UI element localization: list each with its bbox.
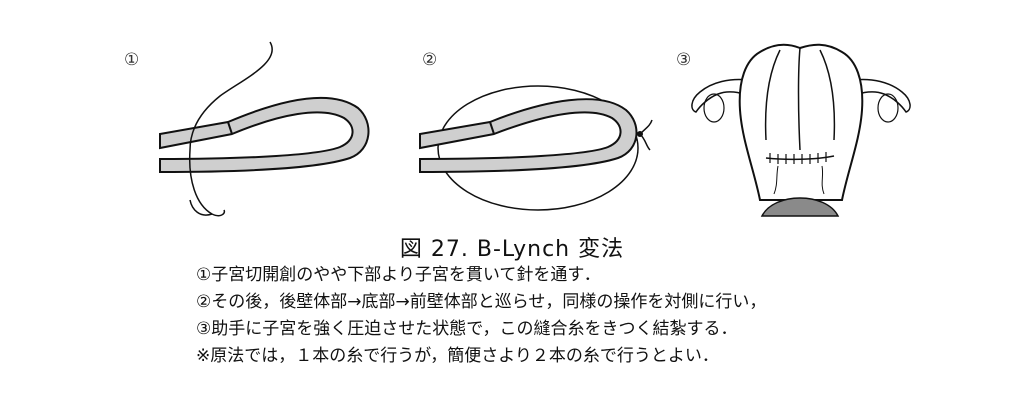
diagram-canvas xyxy=(159,41,911,217)
panel-1-illustration xyxy=(159,41,370,217)
panel-3-fundus-fold-left xyxy=(764,49,781,141)
panel-2-illustration xyxy=(419,85,653,211)
panel-3-left-tube xyxy=(691,78,749,113)
panel-1-number: ① xyxy=(124,50,140,70)
panel-3-uterine-body xyxy=(738,43,864,201)
panel-3-fundus-fold-right xyxy=(819,49,836,141)
caption-line-2: ②その後，後壁体部→底部→前壁体部と巡らせ，同様の操作を対側に行い， xyxy=(196,292,767,312)
panel-1-suture-thread xyxy=(188,41,273,217)
panel-2-number: ② xyxy=(422,50,438,70)
panel-3-right-tube xyxy=(853,78,911,113)
panel-3-thread-right xyxy=(821,165,825,195)
panel-2-suture-loop xyxy=(437,85,639,211)
panel-3-sutured-incision xyxy=(765,155,835,161)
panel-2-knot-ends xyxy=(639,119,653,151)
panel-3-stitches xyxy=(769,152,827,164)
panel-2-uterus-band xyxy=(419,98,638,174)
panel-3-illustration xyxy=(691,43,911,217)
panel-3-fundus-fold-mid xyxy=(797,47,801,151)
panel-3-left-ovary xyxy=(703,93,725,123)
panel-2-incision-mark xyxy=(489,121,495,135)
panel-1-suture-tail xyxy=(189,199,213,216)
panel-1-uterus-band xyxy=(159,96,370,174)
caption-line-3: ③助手に子宮を強く圧迫させた状態で，この縫合糸をきつく結紮する． xyxy=(196,319,738,339)
figure-caption: ①子宮切開創のやや下部より子宮を貫いて針を通す． ②その後，後壁体部→底部→前壁… xyxy=(196,262,996,370)
panel-3-thread-left xyxy=(773,165,779,195)
figure-title: 図 27. B-Lynch 変法 xyxy=(399,237,625,262)
caption-line-1: ①子宮切開創のやや下部より子宮を貫いて針を通す． xyxy=(196,265,601,285)
panel-1-incision-mark xyxy=(227,121,233,135)
panel-3-number: ③ xyxy=(676,50,692,70)
panel-3-right-ovary xyxy=(877,93,899,123)
caption-line-4: ※原法では，１本の糸で行うが，簡便さより２本の糸で行うとよい． xyxy=(196,346,719,366)
panel-3-cervix xyxy=(760,197,840,217)
